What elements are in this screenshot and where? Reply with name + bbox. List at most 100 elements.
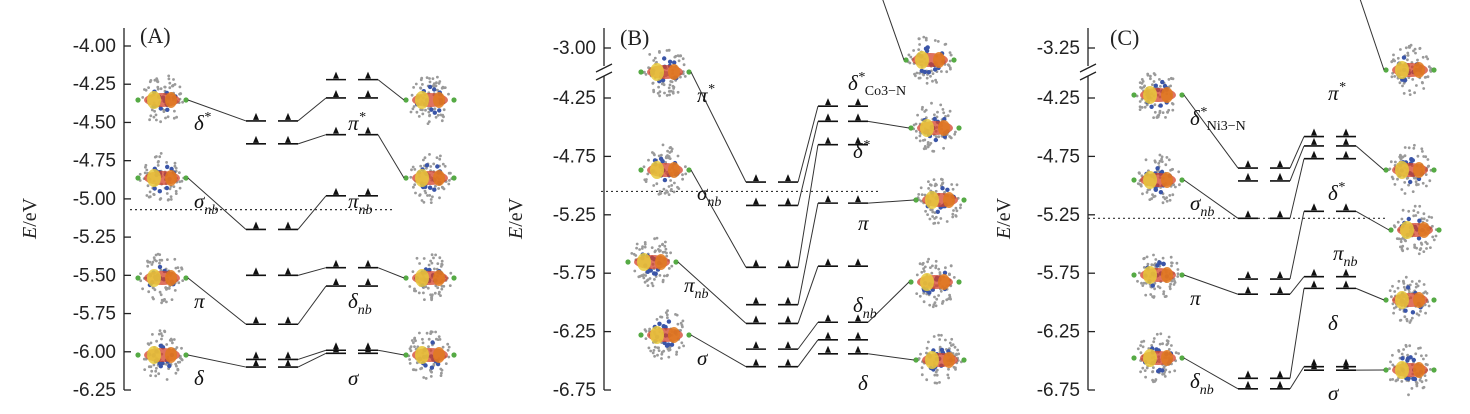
- orbital-connector: [1355, 287, 1385, 301]
- panel-label: (B): [620, 25, 649, 50]
- electron-arrow: [1311, 362, 1317, 370]
- electron-arrow: [1343, 358, 1349, 366]
- y-tick-label: -6.00: [73, 342, 116, 363]
- orbital-isosurface: [1383, 43, 1437, 96]
- y-tick-label: -6.75: [553, 380, 596, 401]
- orbital-isosurface: [913, 333, 967, 385]
- orbital-connector: [187, 99, 247, 122]
- electron-arrow: [1277, 370, 1283, 378]
- orbital-label: πnb: [348, 189, 373, 218]
- orbital-label: σ: [697, 346, 709, 370]
- electron-arrow: [253, 351, 259, 359]
- orbital-isosurface: [1131, 332, 1185, 384]
- electron-arrow: [1311, 128, 1317, 136]
- orbital-isosurface: [638, 309, 692, 360]
- electron-arrow: [1311, 280, 1317, 288]
- correlation-line: [1289, 145, 1305, 182]
- electron-arrow: [785, 259, 791, 267]
- y-tick-label: -5.00: [73, 189, 116, 210]
- correlation-line: [1289, 158, 1305, 219]
- orbital-connector: [690, 71, 747, 183]
- orbital-label: σnb: [194, 189, 218, 218]
- orbital-connector: [187, 177, 247, 230]
- electron-arrow: [1245, 380, 1251, 388]
- electron-arrow: [753, 197, 759, 205]
- electron-arrow: [1311, 268, 1317, 276]
- correlation-line: [297, 195, 327, 230]
- electron-arrow: [1277, 380, 1283, 388]
- orbital-label: δ: [858, 371, 869, 395]
- electron-arrow: [1311, 203, 1317, 211]
- orbital-isosurface: [913, 177, 967, 225]
- electron-arrow: [1245, 172, 1251, 180]
- electron-arrow: [855, 345, 861, 353]
- y-tick-label: -6.25: [553, 322, 596, 343]
- y-tick-label: -6.75: [1037, 380, 1080, 401]
- orbital-isosurface: [1388, 204, 1442, 256]
- electron-arrow: [1277, 271, 1283, 279]
- electron-arrow: [1311, 137, 1317, 145]
- orbital-isosurface: [1131, 72, 1185, 119]
- orbital-label: δ*Co3−N: [848, 70, 906, 99]
- electron-arrow: [285, 351, 291, 359]
- electron-arrow: [785, 358, 791, 366]
- orbital-isosurface: [403, 253, 457, 302]
- orbital-connector: [867, 120, 910, 129]
- correlation-line: [297, 134, 327, 145]
- electron-arrow: [785, 174, 791, 182]
- electron-arrow: [365, 278, 371, 286]
- panel-2: -3.00-4.25-4.75-5.25-5.75-6.25-6.75E/eV(…: [505, 0, 967, 401]
- orbital-connector: [690, 169, 747, 268]
- electron-arrow: [365, 345, 371, 353]
- electron-arrow: [825, 345, 831, 353]
- electron-arrow: [333, 71, 339, 79]
- orbital-label: π: [1190, 286, 1201, 310]
- electron-arrow: [825, 331, 831, 339]
- electron-arrow: [285, 359, 291, 367]
- orbital-isosurface: [1131, 153, 1185, 205]
- y-axis-label: E/eV: [19, 197, 41, 240]
- electron-arrow: [825, 314, 831, 322]
- y-tick-label: -5.25: [1037, 205, 1080, 226]
- electron-arrow: [253, 112, 259, 120]
- orbital-isosurface: [625, 236, 679, 288]
- orbital-label: δ*: [194, 110, 211, 135]
- orbital-label: δ: [194, 366, 205, 390]
- y-tick-label: -4.75: [553, 146, 596, 167]
- y-tick-label: -4.25: [553, 88, 596, 109]
- orbital-connector: [1359, 0, 1385, 71]
- correlation-line: [1289, 288, 1305, 379]
- electron-arrow: [1311, 358, 1317, 366]
- correlation-line: [797, 321, 819, 350]
- electron-arrow: [753, 358, 759, 366]
- electron-arrow: [825, 258, 831, 266]
- orbital-isosurface: [908, 101, 962, 153]
- orbital-connector: [377, 267, 405, 279]
- correlation-line: [797, 203, 819, 305]
- electron-arrow: [333, 89, 339, 97]
- orbital-isosurface: [1383, 143, 1437, 195]
- orbital-label: σ: [1328, 381, 1340, 405]
- electron-arrow: [855, 113, 861, 121]
- y-tick-label: -5.75: [553, 263, 596, 284]
- y-tick-label: -5.25: [73, 227, 116, 248]
- electron-arrow: [285, 135, 291, 143]
- correlation-line: [797, 266, 819, 324]
- orbital-isosurface: [135, 74, 189, 124]
- orbital-label: π*: [697, 82, 715, 107]
- orbital-isosurface: [135, 329, 189, 381]
- electron-arrow: [365, 126, 371, 134]
- electron-arrow: [285, 221, 291, 229]
- axis-break-mark: [1079, 71, 1097, 81]
- y-tick-label: -5.75: [1037, 263, 1080, 284]
- electron-arrow: [253, 221, 259, 229]
- orbital-connector: [882, 0, 905, 61]
- orbital-label: δnb: [853, 293, 877, 322]
- orbital-label: π: [194, 289, 205, 313]
- electron-arrow: [1245, 286, 1251, 294]
- electron-arrow: [365, 89, 371, 97]
- orbital-label: σ: [348, 366, 360, 390]
- orbital-label: πnb: [1333, 241, 1358, 270]
- orbital-connector: [867, 281, 910, 323]
